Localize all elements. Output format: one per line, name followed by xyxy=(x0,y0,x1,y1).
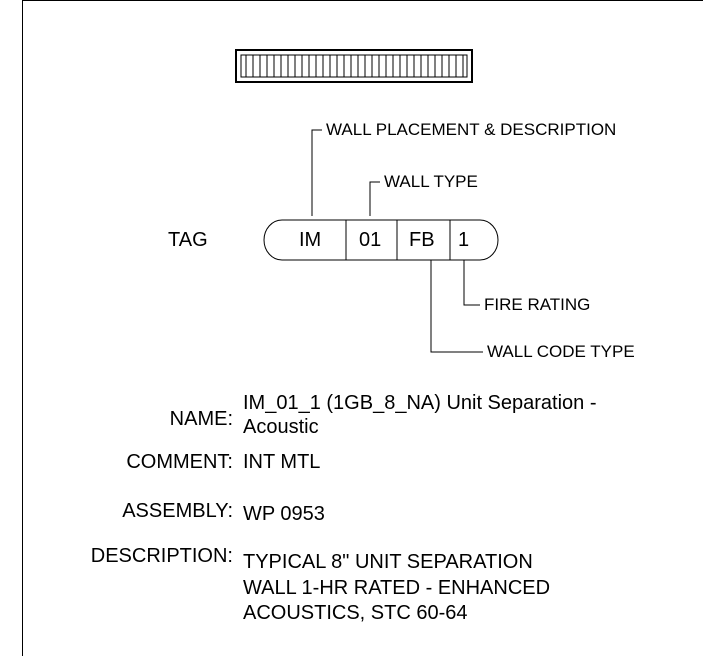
callout-wall-type: WALL TYPE xyxy=(384,172,478,191)
comment-label: COMMENT: xyxy=(126,451,233,473)
assembly-label: ASSEMBLY: xyxy=(122,500,233,522)
tag-segment-code-type: FB xyxy=(409,229,435,251)
wall-section-hatch xyxy=(235,49,473,83)
tag-label: TAG xyxy=(168,229,208,251)
comment-value: INT MTL xyxy=(243,451,321,473)
tag-segment-wall-type: 01 xyxy=(359,229,382,251)
assembly-value: WP 0953 xyxy=(243,503,325,525)
leader-fire-rating xyxy=(463,260,480,306)
callout-fire-rating: FIRE RATING xyxy=(484,295,591,314)
tag-shape xyxy=(263,219,499,261)
description-line1: TYPICAL 8" UNIT SEPARATION xyxy=(243,551,533,573)
leader-wall-type xyxy=(369,181,380,216)
leader-wall-code-type xyxy=(430,260,483,353)
description-label: DESCRIPTION: xyxy=(90,545,233,567)
name-label: NAME: xyxy=(169,408,233,430)
callout-wall-placement: WALL PLACEMENT & DESCRIPTION xyxy=(326,120,617,139)
name-value-line1: IM_01_1 (1GB_8_NA) Unit Separation - xyxy=(243,392,597,414)
description-line2: WALL 1-HR RATED - ENHANCED xyxy=(243,577,551,599)
callout-wall-code-type: WALL CODE TYPE xyxy=(487,342,635,361)
leader-wall-placement xyxy=(311,129,322,216)
tag-segment-placement: IM xyxy=(299,229,322,251)
name-value-line2: Acoustic xyxy=(243,416,319,438)
tag-segment-fire-rating: 1 xyxy=(458,229,470,251)
description-line3: ACOUSTICS, STC 60-64 xyxy=(243,602,468,624)
